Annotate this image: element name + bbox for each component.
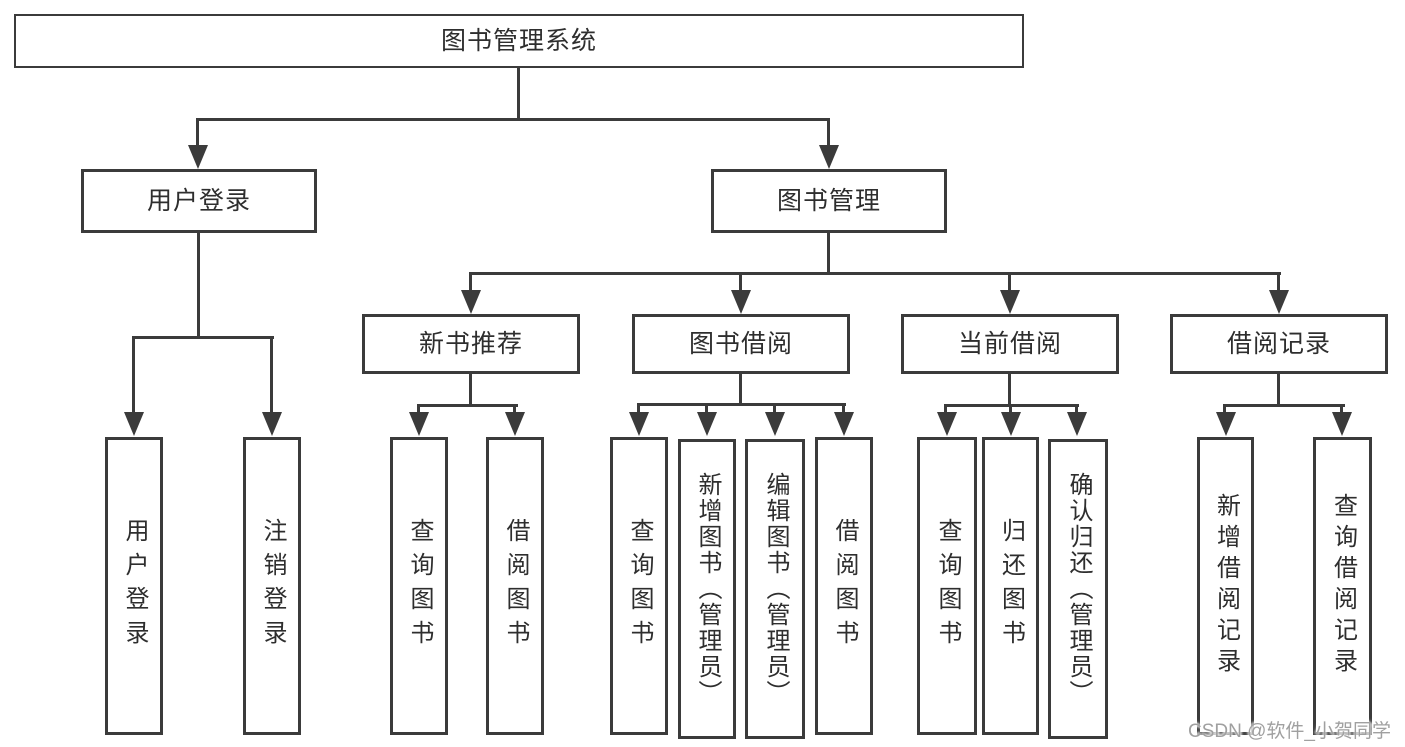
connector-line bbox=[270, 336, 273, 416]
node-return-books: 归还图书 bbox=[982, 437, 1039, 735]
arrow-down-icon bbox=[1269, 290, 1289, 314]
node-book-borrowing: 图书借阅 bbox=[632, 314, 850, 374]
node-new-book-recommendation: 新书推荐 bbox=[362, 314, 580, 374]
connector-line bbox=[469, 272, 1281, 275]
arrow-down-icon bbox=[937, 412, 957, 436]
connector-line bbox=[1223, 404, 1345, 407]
node-user-login: 用户登录 bbox=[81, 169, 317, 233]
connector-line bbox=[705, 403, 708, 416]
connector-line bbox=[1008, 373, 1011, 407]
node-user-login-leaf: 用户登录 bbox=[105, 437, 163, 735]
connector-line bbox=[739, 272, 742, 296]
connector-line bbox=[637, 403, 640, 416]
node-label: 借阅图书 bbox=[502, 518, 529, 654]
connector-line bbox=[827, 233, 830, 275]
connector-line bbox=[1009, 404, 1012, 416]
node-query-books-recommend: 查询图书 bbox=[390, 437, 448, 735]
arrow-down-icon bbox=[505, 412, 525, 436]
arrow-down-icon bbox=[188, 145, 208, 169]
arrow-down-icon bbox=[1067, 412, 1087, 436]
node-label: 注销登录 bbox=[259, 518, 286, 654]
node-label: 借阅图书 bbox=[831, 518, 858, 654]
connector-line bbox=[196, 118, 830, 121]
node-label: 查询图书 bbox=[406, 518, 433, 654]
arrow-down-icon bbox=[1216, 412, 1236, 436]
connector-line bbox=[196, 118, 199, 148]
node-label: 图书管理 bbox=[776, 186, 881, 215]
arrow-down-icon bbox=[765, 412, 785, 436]
arrow-down-icon bbox=[629, 412, 649, 436]
arrow-down-icon bbox=[697, 412, 717, 436]
node-label: 用户登录 bbox=[146, 186, 251, 215]
connector-line bbox=[197, 233, 200, 339]
node-add-books-admin: 新增图书（管理员） bbox=[678, 439, 736, 739]
node-label: 用户登录 bbox=[121, 518, 148, 654]
arrow-down-icon bbox=[834, 412, 854, 436]
arrow-down-icon bbox=[731, 290, 751, 314]
connector-line bbox=[469, 272, 472, 296]
connector-line bbox=[132, 336, 274, 339]
connector-line bbox=[517, 67, 520, 121]
arrow-down-icon bbox=[1001, 412, 1021, 436]
connector-line bbox=[417, 404, 518, 407]
connector-line bbox=[513, 404, 516, 416]
node-library-management-system: 图书管理系统 bbox=[14, 14, 1024, 68]
node-borrowing-records: 借阅记录 bbox=[1170, 314, 1388, 374]
csdn-watermark: CSDN @软件_小贺同学 bbox=[1188, 721, 1391, 742]
node-label: 编辑图书（管理员） bbox=[762, 472, 789, 706]
connector-line bbox=[637, 403, 846, 406]
arrow-down-icon bbox=[1000, 290, 1020, 314]
node-query-borrowing-record: 查询借阅记录 bbox=[1313, 437, 1372, 735]
connector-line bbox=[469, 373, 472, 407]
connector-line bbox=[842, 403, 845, 416]
node-borrow-books-recommend: 借阅图书 bbox=[486, 437, 544, 735]
node-label: 新书推荐 bbox=[418, 329, 523, 358]
node-query-books-current: 查询图书 bbox=[917, 437, 977, 735]
arrow-down-icon bbox=[819, 145, 839, 169]
connector-line bbox=[132, 336, 135, 416]
arrow-down-icon bbox=[124, 412, 144, 436]
node-label: 图书管理系统 bbox=[440, 26, 597, 55]
connector-line bbox=[773, 403, 776, 416]
connector-line bbox=[1008, 272, 1011, 296]
node-label: 新增借阅记录 bbox=[1212, 493, 1240, 679]
connector-line bbox=[417, 404, 420, 416]
node-label: 新增图书（管理员） bbox=[694, 472, 721, 706]
arrow-down-icon bbox=[461, 290, 481, 314]
connector-line bbox=[827, 118, 830, 148]
node-label: 图书借阅 bbox=[688, 329, 793, 358]
node-label: 借阅记录 bbox=[1226, 329, 1331, 358]
node-label: 查询借阅记录 bbox=[1329, 493, 1357, 679]
node-logout: 注销登录 bbox=[243, 437, 301, 735]
arrow-down-icon bbox=[262, 412, 282, 436]
node-add-borrowing-record: 新增借阅记录 bbox=[1197, 437, 1254, 735]
connector-line bbox=[1277, 373, 1280, 407]
node-current-borrowing: 当前借阅 bbox=[901, 314, 1119, 374]
node-book-management: 图书管理 bbox=[711, 169, 947, 233]
node-label: 查询图书 bbox=[934, 518, 961, 654]
node-query-books-borrowing: 查询图书 bbox=[610, 437, 668, 735]
connector-line bbox=[739, 373, 742, 406]
connector-line bbox=[1277, 272, 1280, 296]
node-borrow-books-borrowing: 借阅图书 bbox=[815, 437, 873, 735]
node-label: 查询图书 bbox=[626, 518, 653, 654]
arrow-down-icon bbox=[1332, 412, 1352, 436]
node-label: 归还图书 bbox=[997, 518, 1025, 654]
connector-line bbox=[944, 404, 947, 416]
connector-line bbox=[1223, 404, 1226, 416]
arrow-down-icon bbox=[409, 412, 429, 436]
node-confirm-return-admin: 确认归还（管理员） bbox=[1048, 439, 1108, 739]
node-edit-books-admin: 编辑图书（管理员） bbox=[745, 439, 805, 739]
node-label: 确认归还（管理员） bbox=[1065, 472, 1092, 706]
connector-line bbox=[1340, 404, 1343, 416]
connector-line bbox=[1075, 404, 1078, 416]
node-label: 当前借阅 bbox=[957, 329, 1062, 358]
